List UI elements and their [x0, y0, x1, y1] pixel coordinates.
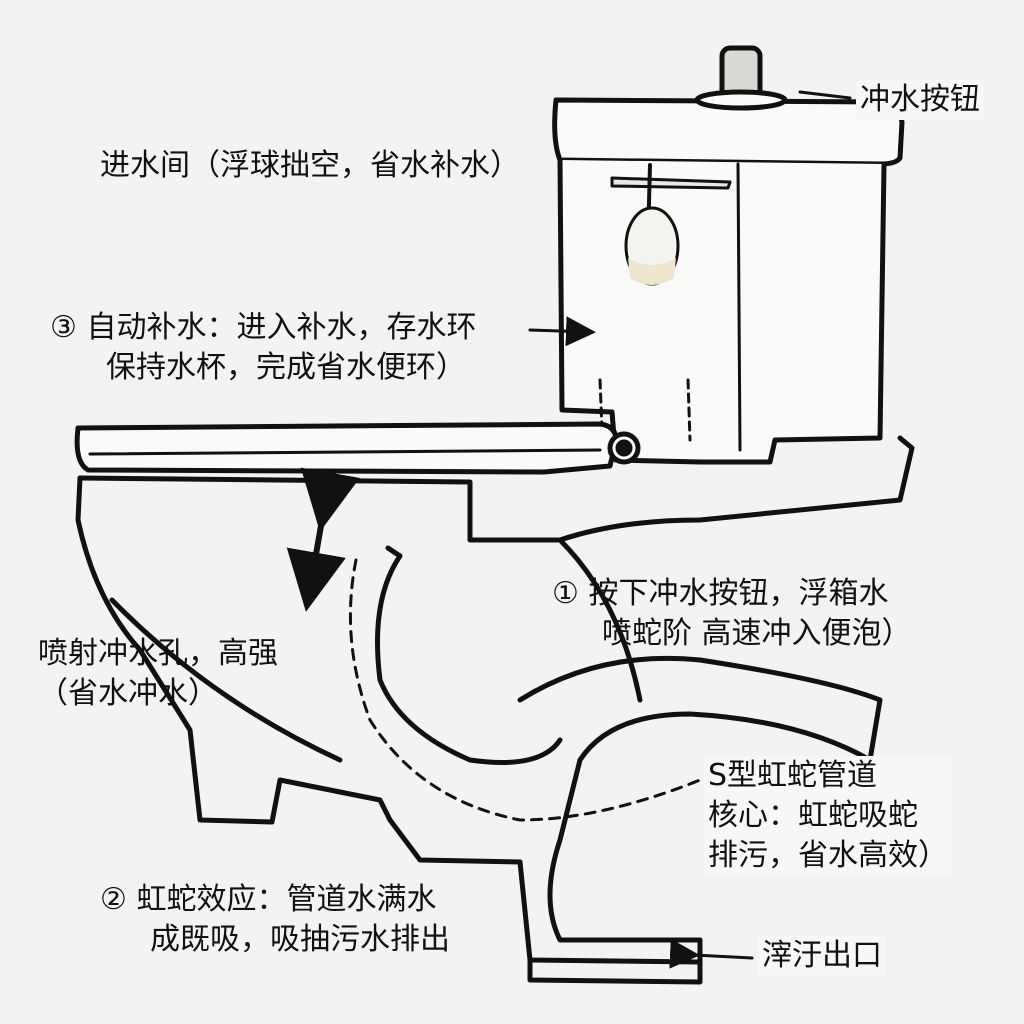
step2-number: ②	[100, 882, 127, 917]
inlet-valve-text: 进水间（浮球拙空，省水补水）	[100, 148, 520, 183]
step3-line1: ③ 自动补水：进入补水，存水环	[50, 308, 476, 348]
s-trap-label: S型虹蛇管道 核心：虹蛇吸蛇 排污，省水高效）	[704, 756, 952, 876]
outlet-text: 滓汙出口	[762, 938, 882, 973]
step2-text1: 虹蛇效应：管道水满水	[136, 882, 437, 917]
outlet-pipe	[527, 957, 703, 985]
step3-number: ③	[50, 310, 77, 345]
s-trap-line3: 排污，省水高效）	[708, 838, 948, 873]
step1-number: ①	[552, 576, 579, 611]
s-trap-line1: S型虹蛇管道	[708, 758, 878, 793]
step2-label: ② 虹蛇效应：管道水满水 成既吸，吸抽污水排出	[100, 880, 450, 960]
step2-line1: ② 虹蛇效应：管道水满水	[100, 880, 450, 920]
jet-hole-line2: （省水冲水）	[38, 676, 218, 711]
toilet-seat	[74, 421, 619, 475]
step3-text1: 自动补水：进入补水，存水环	[86, 310, 477, 345]
step1-label: ① 按下冲水按钮，浮箱水 喷蛇阶 高速冲入便泡）	[552, 574, 912, 654]
toilet-bowl	[75, 475, 523, 865]
step3-label: ③ 自动补水：进入补水，存水环 保持水杯，完成省水便环）	[50, 308, 476, 388]
siphon-pipe	[517, 655, 883, 943]
flush-button-label: 冲水按钮	[856, 80, 984, 120]
step1-line1: ① 按下冲水按钮，浮箱水	[552, 574, 912, 614]
flush-button-text: 冲水按钮	[860, 82, 980, 117]
jet-arrow	[286, 467, 360, 612]
step2-line2: 成既吸，吸抽污水排出	[150, 922, 450, 957]
step3-line2: 保持水杯，完成省水便环）	[106, 350, 466, 385]
step1-text1: 按下冲水按钮，浮箱水	[588, 576, 889, 611]
jet-hole-label: 喷射冲水孔，高强 （省水冲水）	[38, 634, 278, 714]
outlet-label: 滓汙出口	[758, 936, 886, 976]
step1-line2: 喷蛇阶 高速冲入便泡）	[602, 616, 912, 651]
jet-hole-line1: 喷射冲水孔，高强	[38, 636, 278, 671]
s-trap-line2: 核心：虹蛇吸蛇	[708, 798, 918, 833]
tank-body	[557, 157, 887, 465]
inlet-valve-label: 进水间（浮球拙空，省水补水）	[100, 146, 520, 186]
